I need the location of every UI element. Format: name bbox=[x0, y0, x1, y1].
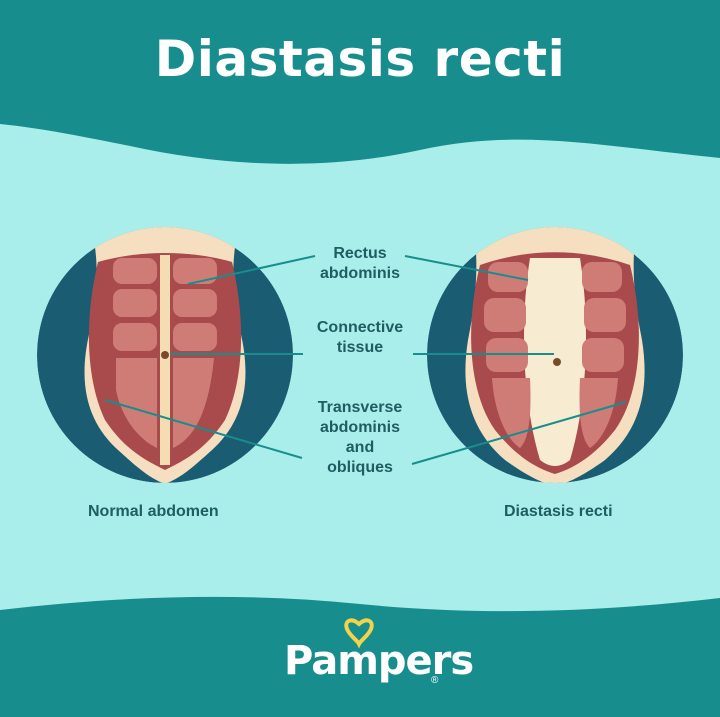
label-line: abdominis bbox=[319, 265, 400, 282]
pampers-logo: Pampers bbox=[284, 638, 474, 684]
page-title: Diastasis recti bbox=[154, 30, 566, 88]
label-line: Transverse bbox=[317, 399, 403, 416]
leader-transverse-right bbox=[411, 401, 627, 465]
diastasis-recti-illustration bbox=[427, 227, 683, 483]
caption-diastasis-recti: Diastasis recti bbox=[504, 503, 613, 520]
label-transverse-obliques: Transverse abdominis and obliques bbox=[300, 398, 420, 478]
label-connective-tissue: Connective tissue bbox=[300, 318, 420, 358]
footer-band bbox=[0, 596, 720, 717]
registered-mark: ® bbox=[431, 675, 439, 686]
label-line: Connective bbox=[316, 319, 404, 336]
label-line: abdominis bbox=[319, 419, 400, 436]
leader-transverse-left bbox=[104, 399, 303, 459]
label-line: Rectus bbox=[333, 245, 387, 262]
leader-rectus-left bbox=[187, 255, 316, 285]
label-line: tissue bbox=[336, 339, 384, 356]
leader-lines bbox=[104, 255, 627, 465]
label-line: obliques bbox=[327, 459, 393, 476]
logo-heart-icon bbox=[344, 618, 374, 649]
label-rectus-abdominis: Rectus abdominis bbox=[300, 244, 420, 284]
normal-abdomen-illustration bbox=[37, 227, 293, 483]
leader-rectus-right bbox=[404, 255, 529, 281]
caption-normal-abdomen: Normal abdomen bbox=[88, 503, 219, 520]
header-band bbox=[0, 0, 720, 164]
label-line: and bbox=[345, 439, 375, 456]
